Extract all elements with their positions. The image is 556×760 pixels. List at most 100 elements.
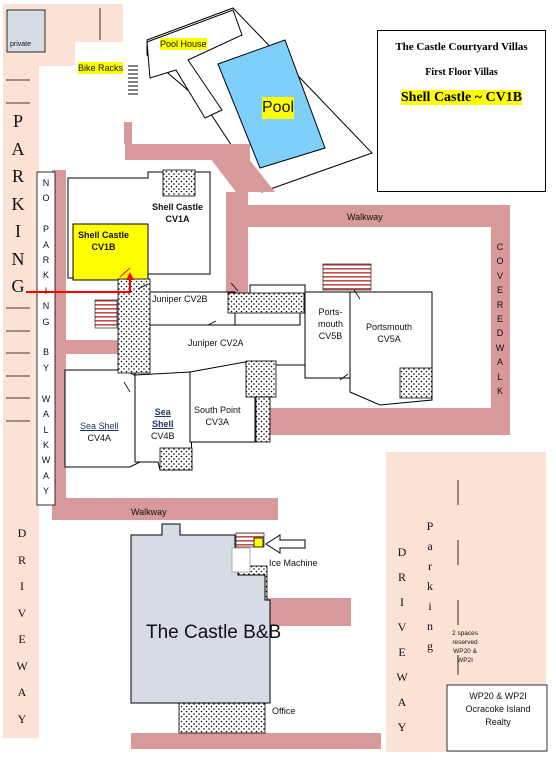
office-label: Office <box>272 706 296 716</box>
title-box: The Castle Courtyard Villas First Floor … <box>377 30 546 192</box>
no-parking-letter: K <box>42 270 49 281</box>
realty-label: WP20 & WP2I Ocracoke Island Realty <box>452 690 544 729</box>
no-parking-letter: P <box>42 224 49 235</box>
covered-walk-letter: E <box>496 285 503 296</box>
no-parking-letter: O <box>42 193 50 204</box>
reserved-line2: reserved <box>452 639 478 647</box>
realty-line2: Ocracoke Island <box>465 704 531 715</box>
private-box <box>6 9 46 53</box>
ice-machine-arrow <box>265 534 306 554</box>
driveway-right-letter: V <box>397 620 407 634</box>
cv1a-label: Shell Castle CV1A <box>152 201 203 225</box>
private-label: private <box>10 41 32 48</box>
parking-left-letter: I <box>15 221 21 241</box>
walkway-bottom-label: Walkway <box>131 507 167 517</box>
pool-house-label: Pool House <box>160 38 207 51</box>
route-arrowhead <box>126 272 134 280</box>
no-parking-letter <box>34 330 58 345</box>
cv3a-label: South Point CV3A <box>194 404 241 428</box>
driveway-left-letter: V <box>17 605 27 620</box>
parking-right-vertical: P a r k i n g <box>418 516 442 656</box>
route-entry-mark <box>119 267 131 278</box>
realty-line3: Realty <box>485 717 511 728</box>
parking-left-area <box>3 4 39 738</box>
reserved-line1: 2 spaces <box>452 630 479 637</box>
driveway-left-letter: E <box>18 632 26 646</box>
cv4a-label: Sea Shell CV4A <box>80 420 119 444</box>
cv5a-code: CV5A <box>377 334 401 345</box>
parking-left-letter: G <box>11 276 25 296</box>
cv3a-code: CV3A <box>205 417 230 428</box>
driveway-right-letter: A <box>397 695 407 709</box>
pool-house <box>146 9 243 119</box>
no-parking-letter: A <box>42 409 49 420</box>
parking-space-lines-left <box>6 8 101 422</box>
driveway-right-vertical: D R I V E W A Y <box>390 540 414 740</box>
driveway-left-letter: Y <box>17 711 27 726</box>
driveway-left-vertical: D R I V E W A Y <box>10 520 34 732</box>
covered-walk-letter: O <box>496 256 504 267</box>
parking-right-letter: r <box>428 559 432 573</box>
bike-racks-label: Bike Racks <box>78 62 124 75</box>
driveway-left-letter: D <box>17 526 27 540</box>
route-to-cv1b <box>26 277 131 293</box>
cv1b-code: CV1B <box>91 242 116 253</box>
title-line-3: Shell Castle ~ CV1B <box>378 90 545 106</box>
cv5b-label: Ports- mouth CV5B <box>318 306 343 342</box>
parking-left-letter: K <box>11 193 25 214</box>
juniper-cv2a-label: Juniper CV2A <box>188 338 244 348</box>
ice-machine-icon <box>253 537 264 548</box>
cv1b-label: Shell Castle CV1B <box>78 229 129 253</box>
cv4b-line2: Shell <box>152 419 174 430</box>
driveway-right-letter: R <box>397 570 406 584</box>
reserved-line4: WP2I <box>457 657 473 665</box>
juniper-cv2b-label: Juniper CV2B <box>152 294 208 304</box>
cv5b-line1: Ports- <box>318 307 343 317</box>
realty-line1: WP20 & WP2I <box>469 691 527 701</box>
covered-walk-vertical: C O V E R E D W A L K <box>488 240 512 398</box>
door-markers <box>123 282 361 393</box>
no-parking-letter: W <box>41 455 51 466</box>
dotted-areas <box>117 169 433 734</box>
parking-right-letter: P <box>426 519 434 533</box>
cv3a-name: South Point <box>194 405 241 415</box>
reserved-label: 2 spaces reserved WP20 & WP2I <box>452 629 478 665</box>
covered-walk-letter: W <box>495 342 505 353</box>
no-parking-letter: L <box>43 424 49 435</box>
parking-right-letter: i <box>428 599 432 613</box>
parking-left-letter: A <box>11 138 25 159</box>
parking-right-letter: g <box>427 639 433 653</box>
cv5a-label: Portsmouth CV5A <box>366 321 412 345</box>
bike-racks-text: Bike Racks <box>78 62 124 75</box>
no-parking-letter <box>34 207 58 222</box>
driveway-right-letter: I <box>400 595 404 609</box>
driveway-right-letter: E <box>398 645 406 659</box>
ice-machine-label: Ice Machine <box>269 558 318 568</box>
parking-right-letter: a <box>427 539 433 553</box>
covered-walk-letter: E <box>496 314 503 325</box>
covered-walk-letter: L <box>497 371 503 382</box>
cv4b-label: Sea Shell CV4B <box>151 406 175 442</box>
cv5b-line2: mouth <box>318 319 344 330</box>
cv1a-name: Shell Castle <box>152 202 204 212</box>
no-parking-letter: G <box>42 316 50 327</box>
parking-left-letter: P <box>12 111 23 131</box>
pool-label: Pool <box>262 97 295 119</box>
covered-walk-letter: K <box>496 386 503 397</box>
title-line-1: The Castle Courtyard Villas <box>395 41 528 53</box>
no-parking-letter: A <box>42 239 49 250</box>
cv5b-line3: CV5B <box>318 331 343 342</box>
pool-text: Pool <box>262 97 295 119</box>
no-parking-column <box>36 171 56 506</box>
bike-rack-lines <box>128 65 138 95</box>
no-parking-letter: A <box>42 470 49 481</box>
shell-castle-cv1b-highlight <box>72 223 149 281</box>
no-parking-letter: B <box>42 347 49 358</box>
covered-walk-letter: A <box>496 357 503 368</box>
parking-right-letter: k <box>427 579 433 593</box>
cv4b-code: CV4B <box>151 431 175 442</box>
cv4b-line1: Sea <box>154 407 171 417</box>
pool-house-text: Pool House <box>160 38 207 51</box>
driveway-right-letter: D <box>397 545 407 559</box>
